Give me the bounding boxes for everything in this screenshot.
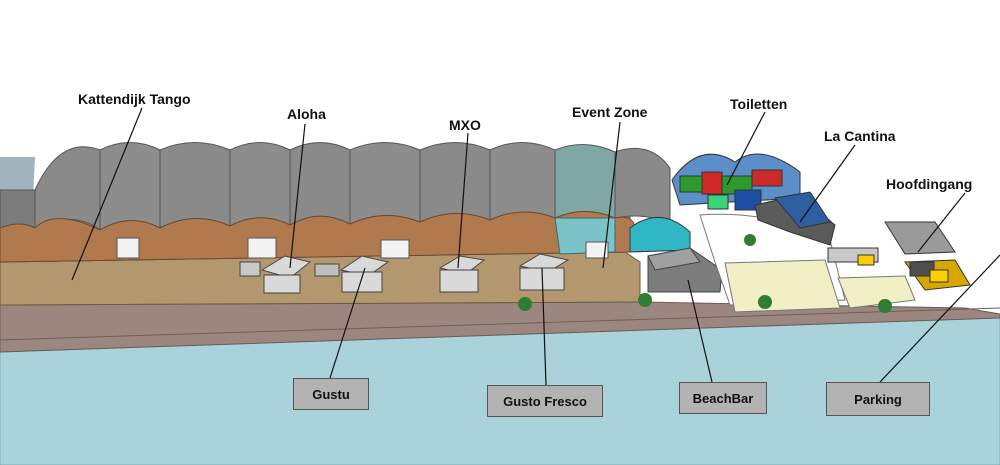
- toilets-block: [671, 153, 801, 211]
- label-aloha: Aloha: [287, 106, 326, 122]
- leader-lines: [71, 107, 1000, 386]
- palm-plants: [518, 234, 892, 313]
- plaque-parking: Parking: [826, 382, 930, 416]
- plaque-beachbar: BeachBar: [679, 382, 767, 414]
- label-mxo: MXO: [449, 117, 481, 133]
- hall-doors: [116, 237, 609, 259]
- label-hoofdingang: Hoofdingang: [886, 176, 973, 192]
- plaque-gusto-fresco: Gusto Fresco: [487, 385, 603, 417]
- plaque-gustu: Gustu: [293, 378, 369, 410]
- hoofdingang-gate: [884, 221, 971, 291]
- road-edge: [0, 307, 1000, 341]
- label-kattendijk-tango: Kattendijk Tango: [78, 91, 191, 107]
- beachbar-pavilion: [647, 247, 723, 293]
- la-cantina-building: [754, 191, 879, 266]
- label-event-zone: Event Zone: [572, 104, 648, 120]
- label-la-cantina: La Cantina: [824, 128, 896, 144]
- label-toiletten: Toiletten: [730, 96, 788, 112]
- hangar-halls: [0, 142, 691, 263]
